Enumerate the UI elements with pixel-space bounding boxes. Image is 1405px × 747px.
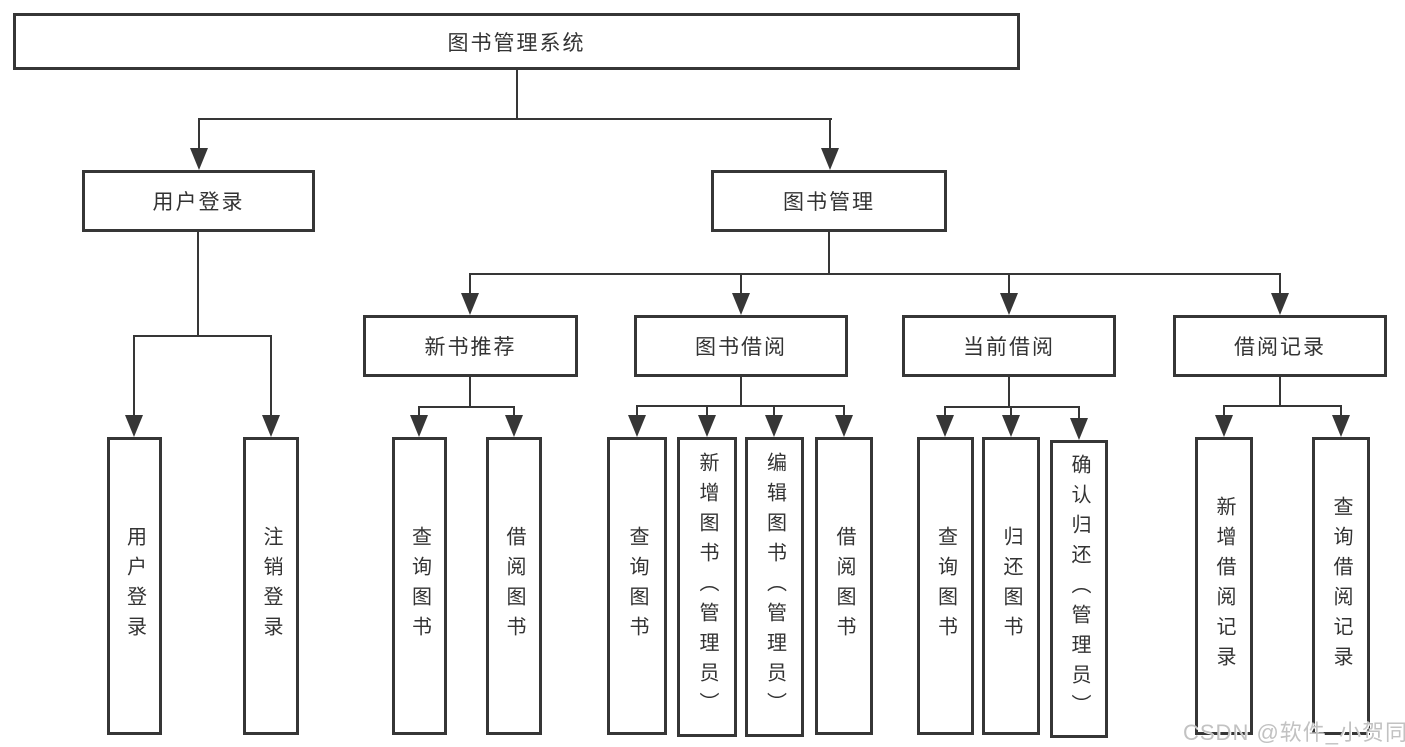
node-current-borrow: 当前借阅 xyxy=(902,315,1116,377)
node-borrow-record: 借阅记录 xyxy=(1173,315,1387,377)
connector-drop-rec-borrow xyxy=(513,406,515,418)
node-book-manage-label: 图书管理 xyxy=(783,191,875,214)
node-leaf-borrow-borrow: 借阅图书 xyxy=(815,437,873,735)
connector-level1-branch xyxy=(198,118,832,120)
node-book-manage: 图书管理 xyxy=(711,170,947,232)
connector-drop-record-query xyxy=(1340,405,1342,418)
leaf-label: 查询图书 xyxy=(934,526,957,646)
node-leaf-borrow-query: 查询图书 xyxy=(607,437,667,735)
connector-drop-cur-return xyxy=(1010,406,1012,418)
node-book-borrow-label: 图书借阅 xyxy=(695,336,787,359)
arrow-down-icon xyxy=(821,148,839,170)
connector-drop-current xyxy=(1008,273,1010,295)
arrow-down-icon xyxy=(190,148,208,170)
connector-borrow-branch xyxy=(636,405,844,407)
arrow-down-icon xyxy=(1070,418,1088,440)
leaf-label: 归还图书 xyxy=(1000,526,1022,646)
node-leaf-user-login: 用户登录 xyxy=(107,437,162,735)
arrow-down-icon xyxy=(1000,293,1018,315)
node-root-label: 图书管理系统 xyxy=(447,31,586,55)
leaf-label: 新增图书（管理员） xyxy=(696,452,718,722)
node-leaf-borrow-add: 新增图书（管理员） xyxy=(677,437,737,737)
connector-drop-borrow-query xyxy=(636,405,638,418)
node-user-login-label: 用户登录 xyxy=(152,191,245,214)
leaf-label: 注销登录 xyxy=(260,526,282,646)
arrow-down-icon xyxy=(1215,415,1233,437)
connector-drop-login-user xyxy=(133,335,135,419)
node-current-borrow-label: 当前借阅 xyxy=(963,336,1055,359)
leaf-label: 查询借阅记录 xyxy=(1330,496,1352,676)
connector-rec-stem xyxy=(469,375,471,406)
arrow-down-icon xyxy=(732,293,750,315)
arrow-down-icon xyxy=(936,415,954,437)
arrow-down-icon xyxy=(628,415,646,437)
connector-drop-record-add xyxy=(1223,405,1225,418)
leaf-label: 查询图书 xyxy=(408,526,431,646)
connector-root-stem xyxy=(516,68,518,118)
connector-record-stem xyxy=(1279,375,1281,405)
node-book-borrow: 图书借阅 xyxy=(634,315,848,377)
connector-drop-borrow-add xyxy=(706,405,708,418)
csdn-watermark: CSDN @软件_小贺同学 xyxy=(1183,720,1405,745)
arrow-down-icon xyxy=(505,415,523,437)
arrow-down-icon xyxy=(262,415,280,437)
connector-drop-borrow xyxy=(740,273,742,295)
node-borrow-record-label: 借阅记录 xyxy=(1234,336,1326,359)
node-leaf-borrow-edit: 编辑图书（管理员） xyxy=(745,437,804,737)
leaf-label: 借阅图书 xyxy=(833,526,855,646)
node-leaf-cur-confirm: 确认归还（管理员） xyxy=(1050,440,1108,738)
arrow-down-icon xyxy=(1271,293,1289,315)
leaf-label: 确认归还（管理员） xyxy=(1068,454,1090,724)
node-leaf-cur-return: 归还图书 xyxy=(982,437,1040,735)
arrow-down-icon xyxy=(698,415,716,437)
node-leaf-rec-borrow: 借阅图书 xyxy=(486,437,542,735)
connector-drop-login xyxy=(198,118,200,152)
node-leaf-record-query: 查询借阅记录 xyxy=(1312,437,1370,735)
node-root: 图书管理系统 xyxy=(13,13,1020,70)
connector-current-stem xyxy=(1008,375,1010,406)
arrow-down-icon xyxy=(125,415,143,437)
node-leaf-rec-query: 查询图书 xyxy=(392,437,447,735)
connector-level2-branch xyxy=(469,273,1280,275)
leaf-label: 查询图书 xyxy=(626,526,648,646)
connector-drop-logout xyxy=(270,335,272,419)
leaf-label: 用户登录 xyxy=(123,526,146,646)
connector-login-stem xyxy=(197,230,199,335)
connector-drop-manage xyxy=(829,118,831,152)
connector-manage-stem xyxy=(828,230,830,273)
connector-drop-cur-confirm xyxy=(1078,406,1080,420)
connector-drop-cur-query xyxy=(944,406,946,418)
arrow-down-icon xyxy=(1332,415,1350,437)
connector-rec-branch xyxy=(418,406,515,408)
connector-drop-record xyxy=(1279,273,1281,295)
leaf-label: 新增借阅记录 xyxy=(1213,496,1235,676)
leaf-label: 编辑图书（管理员） xyxy=(763,452,786,722)
connector-record-branch xyxy=(1223,405,1342,407)
leaf-label: 借阅图书 xyxy=(503,526,525,646)
connector-drop-borrow-edit xyxy=(773,405,775,418)
node-leaf-logout: 注销登录 xyxy=(243,437,299,735)
node-leaf-cur-query: 查询图书 xyxy=(917,437,974,735)
connector-drop-borrow-borrow xyxy=(843,405,845,418)
connector-drop-rec xyxy=(469,273,471,295)
node-new-book-rec-label: 新书推荐 xyxy=(424,336,517,359)
connector-borrow-stem xyxy=(740,375,742,405)
node-new-book-rec: 新书推荐 xyxy=(363,315,578,377)
connector-login-branch xyxy=(133,335,272,337)
arrow-down-icon xyxy=(461,293,479,315)
node-leaf-record-add: 新增借阅记录 xyxy=(1195,437,1253,735)
arrow-down-icon xyxy=(765,415,783,437)
node-user-login: 用户登录 xyxy=(82,170,315,232)
arrow-down-icon xyxy=(835,415,853,437)
arrow-down-icon xyxy=(410,415,428,437)
arrow-down-icon xyxy=(1002,415,1020,437)
connector-drop-rec-query xyxy=(418,406,420,418)
